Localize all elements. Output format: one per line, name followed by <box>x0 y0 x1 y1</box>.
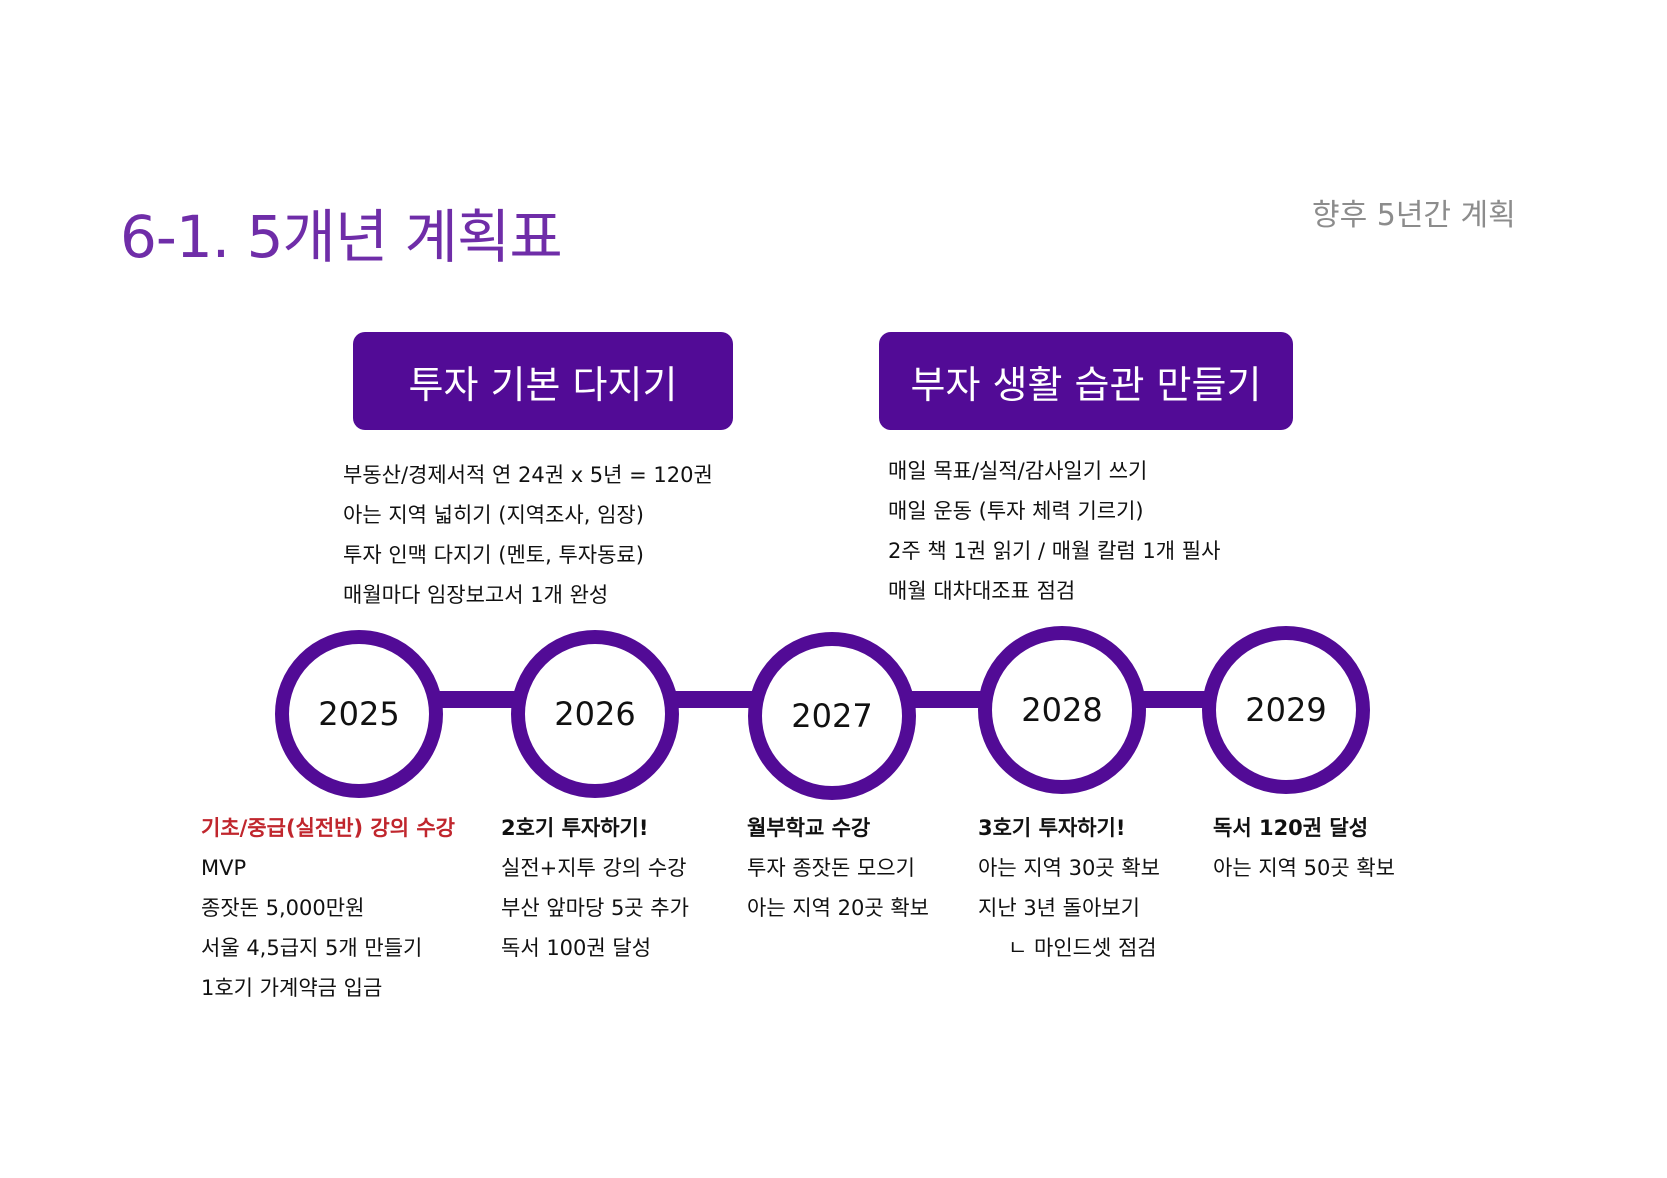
theme-goals-basics: 부동산/경제서적 연 24권 x 5년 = 120권 아는 지역 넓히기 (지역… <box>343 455 713 615</box>
year-circle-2026: 2026 <box>511 630 679 798</box>
goal-item: 투자 인맥 다지기 (멘토, 투자동료) <box>343 543 644 567</box>
goal-item: 매일 목표/실적/감사일기 쓰기 <box>888 459 1148 483</box>
year-plan-2026: 2호기 투자하기! 실전+지투 강의 수강 부산 앞마당 5곳 추가 독서 10… <box>501 808 689 968</box>
page-title: 6-1. 5개년 계획표 <box>120 203 563 271</box>
year-plan-item: 아는 지역 50곳 확보 <box>1213 856 1395 880</box>
year-plan-item: 서울 4,5급지 5개 만들기 <box>201 936 423 960</box>
year-plan-heading: 3호기 투자하기! <box>978 816 1126 840</box>
year-circle-2029: 2029 <box>1202 626 1370 794</box>
year-plan-item: MVP <box>201 856 247 880</box>
year-label: 2027 <box>791 697 873 735</box>
theme-box-basics: 투자 기본 다지기 <box>353 332 733 430</box>
year-plan-2029: 독서 120권 달성 아는 지역 50곳 확보 <box>1213 808 1395 888</box>
year-circle-2028: 2028 <box>978 626 1146 794</box>
year-circle-2025: 2025 <box>275 630 443 798</box>
year-plan-item: 부산 앞마당 5곳 추가 <box>501 896 689 920</box>
goal-item: 부동산/경제서적 연 24권 x 5년 = 120권 <box>343 463 713 487</box>
year-plan-heading: 2호기 투자하기! <box>501 816 649 840</box>
year-plan-2027: 월부학교 수강 투자 종잣돈 모으기 아는 지역 20곳 확보 <box>747 808 929 928</box>
year-label: 2025 <box>318 695 400 733</box>
year-plan-subitem: ㄴ 마인드셋 점검 <box>1008 936 1157 960</box>
goal-item: 매월마다 임장보고서 1개 완성 <box>343 583 609 607</box>
year-plan-item: 지난 3년 돌아보기 <box>978 896 1140 920</box>
year-plan-item: 종잣돈 5,000만원 <box>201 896 365 920</box>
year-plan-item: 독서 100권 달성 <box>501 936 652 960</box>
year-plan-item: 아는 지역 20곳 확보 <box>747 896 929 920</box>
goal-item: 매월 대차대조표 점검 <box>888 579 1076 603</box>
year-plan-heading: 기초/중급(실전반) 강의 수강 <box>201 816 456 840</box>
goal-item: 매일 운동 (투자 체력 기르기) <box>888 499 1144 523</box>
theme-goals-habits: 매일 목표/실적/감사일기 쓰기 매일 운동 (투자 체력 기르기) 2주 책 … <box>888 451 1220 611</box>
year-plan-item: 투자 종잣돈 모으기 <box>747 856 915 880</box>
year-plan-heading: 독서 120권 달성 <box>1213 816 1369 840</box>
year-plan-item: 1호기 가계약금 입금 <box>201 976 383 1000</box>
year-plan-2028: 3호기 투자하기! 아는 지역 30곳 확보 지난 3년 돌아보기 ㄴ 마인드셋… <box>978 808 1160 968</box>
year-label: 2026 <box>554 695 636 733</box>
year-label: 2028 <box>1021 691 1103 729</box>
year-label: 2029 <box>1245 691 1327 729</box>
year-circle-2027: 2027 <box>748 632 916 800</box>
goal-item: 아는 지역 넓히기 (지역조사, 임장) <box>343 503 644 527</box>
year-plan-2025: 기초/중급(실전반) 강의 수강 MVP 종잣돈 5,000만원 서울 4,5급… <box>201 808 455 1008</box>
year-plan-item: 아는 지역 30곳 확보 <box>978 856 1160 880</box>
theme-box-habits: 부자 생활 습관 만들기 <box>879 332 1293 430</box>
goal-item: 2주 책 1권 읽기 / 매월 칼럼 1개 필사 <box>888 539 1221 563</box>
page-subtitle: 향후 5년간 계획 <box>1312 198 1516 233</box>
year-plan-item: 실전+지투 강의 수강 <box>501 856 687 880</box>
year-plan-heading: 월부학교 수강 <box>747 816 871 840</box>
